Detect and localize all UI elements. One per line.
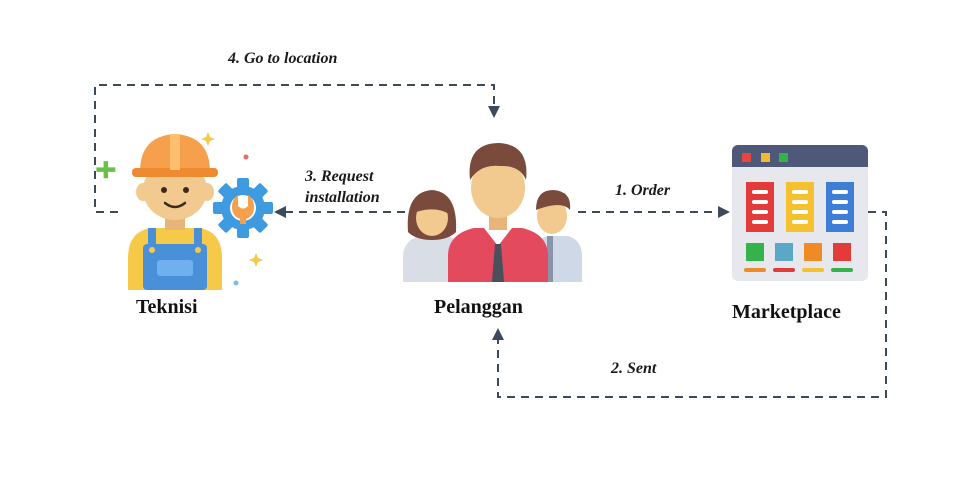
edge-label-request-line2: installation [305,189,380,206]
node-label-marketplace: Marketplace [732,301,841,323]
edge-label-goto: 4. Go to location [228,50,338,67]
edge-label-request: 3. Request installation [305,166,380,208]
technician-icon [96,132,273,290]
node-label-pelanggan: Pelanggan [434,296,523,318]
plus-icon [96,161,116,179]
edge-goto-arrow [94,84,500,213]
marketplace-icon [732,145,868,281]
customers-icon [403,143,582,282]
edge-label-sent: 2. Sent [611,360,657,377]
sparkle-icon [249,253,263,267]
edge-label-request-line1: 3. Request [305,168,374,185]
edge-sent-arrow [492,211,887,398]
sparkle-icon [201,132,215,146]
edge-label-order: 1. Order [615,182,671,199]
node-label-teknisi: Teknisi [136,296,198,318]
